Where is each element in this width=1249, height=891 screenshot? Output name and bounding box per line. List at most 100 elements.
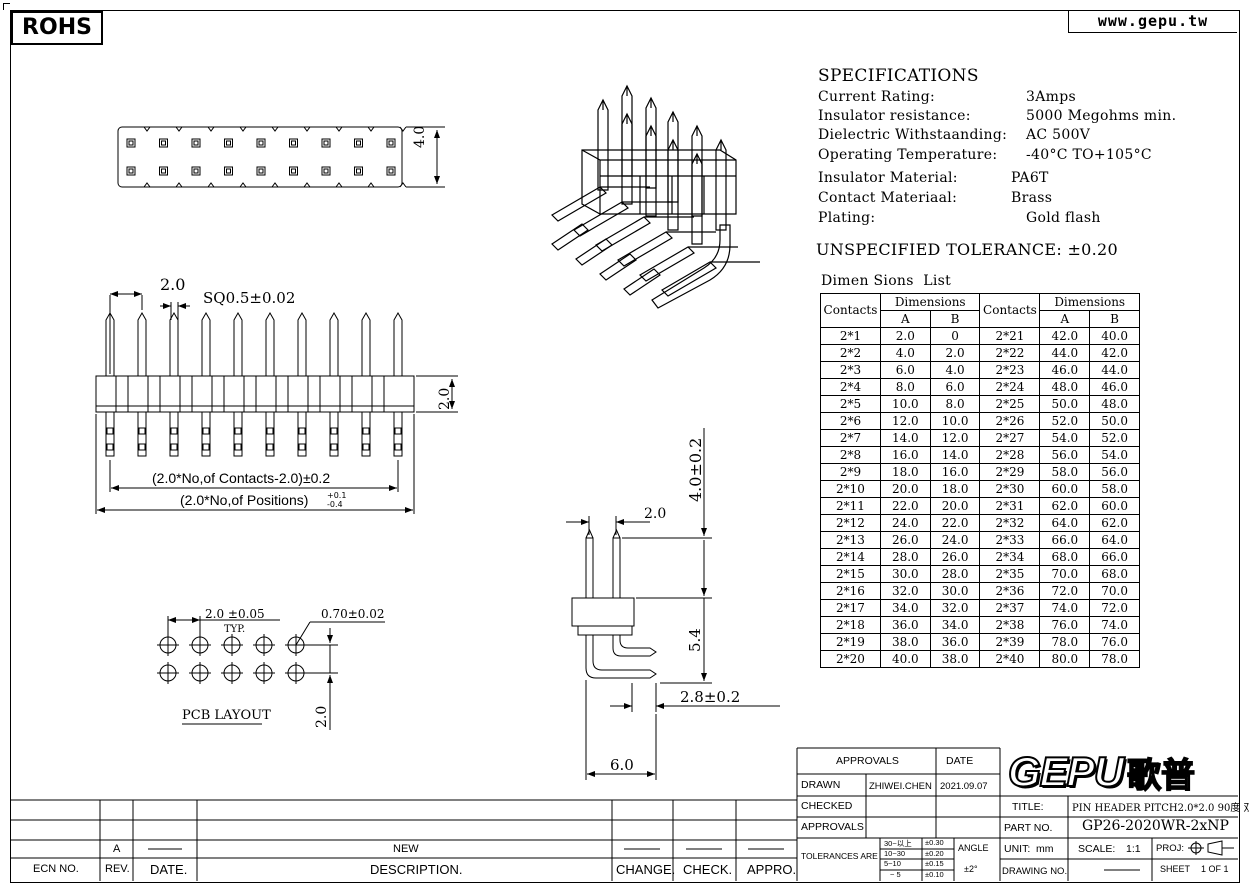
side-tail-dim: 5.4 xyxy=(686,628,704,652)
date-header: DATE xyxy=(946,755,974,767)
side-view xyxy=(566,428,780,780)
header-date: DATE. xyxy=(150,862,188,877)
notch xyxy=(367,126,375,132)
pin-mark xyxy=(170,443,178,451)
dims-cell: 2*23 xyxy=(979,361,1041,379)
dims-cell: 4.0 xyxy=(929,361,981,379)
notch xyxy=(303,182,311,188)
pin-mark xyxy=(266,443,274,451)
pin-mark xyxy=(394,443,402,451)
side-height-dim: 4.0±0.2 xyxy=(686,437,705,502)
iso-pin xyxy=(645,124,657,217)
dims-cell: 38.0 xyxy=(929,650,981,668)
dims-cell: 62.0 xyxy=(1039,497,1091,515)
header-rev: REV. xyxy=(105,863,130,875)
iso-tail xyxy=(575,238,613,266)
pin-hole xyxy=(159,166,168,176)
dims-cell: 2*16 xyxy=(820,582,881,600)
dims-cell: 6.0 xyxy=(879,361,931,379)
pin-mark xyxy=(138,427,146,435)
pin-mark xyxy=(234,427,242,435)
pin-hole xyxy=(126,166,136,176)
angle-label: ANGLE xyxy=(958,843,989,853)
pin-mark xyxy=(202,427,210,435)
dims-cell: 2*8 xyxy=(820,446,881,464)
dims-title: Dimen Sions List xyxy=(821,273,952,289)
col-b: B xyxy=(929,310,981,328)
spec-value: Gold flash xyxy=(1026,210,1101,226)
pin-tail xyxy=(393,411,403,457)
dims-cell: 2*30 xyxy=(979,480,1041,498)
contacts-formula: (2.0*No,of Contacts-2.0)±0.2 xyxy=(152,470,331,486)
unspecified-tolerance: UNSPECIFIED TOLERANCE: ±0.20 xyxy=(816,240,1118,259)
dims-cell: 2*3 xyxy=(820,361,881,379)
spec-value: PA6T xyxy=(1011,170,1049,186)
pin-tail xyxy=(233,411,243,457)
top-view xyxy=(117,126,445,188)
pin-mark xyxy=(298,443,306,451)
iso-pin xyxy=(667,110,679,203)
col-dimensions: Dimensions xyxy=(1039,293,1140,311)
col-contacts: Contacts xyxy=(979,293,1041,328)
header-description: DESCRIPTION. xyxy=(370,862,463,877)
pcb-row-dim: 2.0 xyxy=(314,705,330,728)
tol-value: ±0.20 xyxy=(925,849,944,858)
iso-tail xyxy=(639,246,695,282)
pin-hole xyxy=(354,138,363,148)
notch xyxy=(207,126,215,132)
dims-cell: 16.0 xyxy=(879,446,931,464)
dims-cell: 42.0 xyxy=(1039,327,1091,345)
revision-description: NEW xyxy=(393,843,419,855)
dims-cell: 18.0 xyxy=(879,463,931,481)
iso-tail xyxy=(573,201,629,237)
dims-cell: 40.0 xyxy=(879,650,931,668)
scale-value: 1:1 xyxy=(1126,843,1141,855)
spec-value: 3Amps xyxy=(1026,89,1076,105)
pin-hole xyxy=(159,138,168,148)
pin-hole-inner xyxy=(258,140,264,146)
pin-hole-inner xyxy=(128,140,134,146)
pin-tail xyxy=(105,411,115,457)
spec-label: Plating: xyxy=(818,210,876,226)
pin-hole-inner xyxy=(291,168,296,174)
iso-pin xyxy=(597,98,609,191)
dims-cell: 74.0 xyxy=(1039,599,1091,617)
notch xyxy=(367,182,375,188)
notch xyxy=(239,126,247,132)
tol-value: ±0.10 xyxy=(925,870,944,879)
dims-cell: 24.0 xyxy=(929,531,981,549)
gepu-logo: GEPU 歌普 xyxy=(1007,747,1236,796)
pin-mark xyxy=(106,427,114,435)
scale-label: SCALE: xyxy=(1078,843,1116,855)
tol-value: ±0.30 xyxy=(925,838,944,847)
title-block xyxy=(796,747,1238,881)
unit-label: UNIT: xyxy=(1004,843,1031,855)
pcb-typ: TYP. xyxy=(224,624,246,635)
positions-formula: (2.0*No,of Positions) xyxy=(180,492,309,508)
pin-hole xyxy=(321,138,331,148)
notch xyxy=(175,126,183,132)
pin xyxy=(233,311,243,376)
iso-tail xyxy=(623,268,661,296)
dims-cell: 76.0 xyxy=(1089,633,1140,651)
rohs-badge: ROHS xyxy=(11,11,103,45)
revision-block xyxy=(10,799,797,881)
spec-value: 5000 Megohms min. xyxy=(1026,108,1177,124)
pin-tail xyxy=(137,411,147,457)
tol-range: 5~10 xyxy=(884,859,901,868)
pcb-layout xyxy=(157,616,385,730)
pitch-dim: 2.0 xyxy=(160,275,186,294)
pin-mark xyxy=(362,443,370,451)
dims-cell: 54.0 xyxy=(1089,446,1140,464)
pin-hole-inner xyxy=(226,168,231,174)
pin-hole xyxy=(256,166,266,176)
dims-cell: 72.0 xyxy=(1089,599,1140,617)
dims-cell: 2*22 xyxy=(979,344,1041,362)
